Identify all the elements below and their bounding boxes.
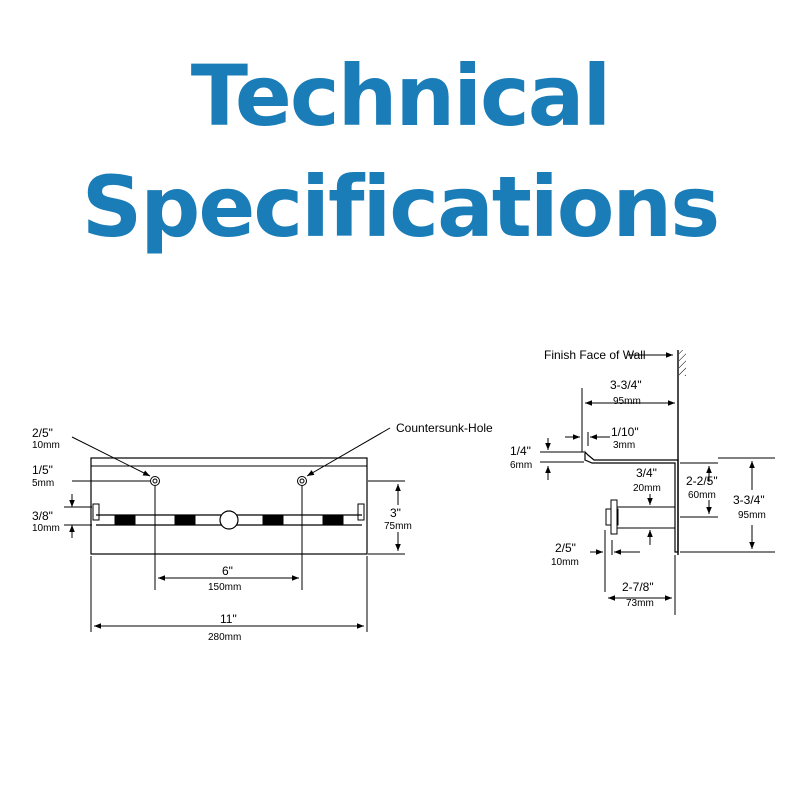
rail-block <box>174 514 196 526</box>
overall-width-in: 11" <box>220 612 237 626</box>
callout-left-in: 2/5" <box>32 426 53 440</box>
center-knob <box>219 510 239 530</box>
rail-offset-mm: 10mm <box>32 523 60 534</box>
lip-in: 1/10" <box>611 425 639 439</box>
height-in: 3" <box>390 506 401 520</box>
height-mm: 75mm <box>384 521 412 532</box>
depth-mm: 95mm <box>613 396 641 407</box>
hole-spacing-mm: 150mm <box>208 582 241 593</box>
front-plate <box>90 457 368 555</box>
side-view <box>540 350 775 615</box>
mount-height-in: 2-2/5" <box>686 474 718 488</box>
total-height-mm: 95mm <box>738 510 766 521</box>
front-view <box>64 427 405 632</box>
rail-depth-mm: 73mm <box>626 598 654 609</box>
hole-offset-mm: 5mm <box>32 478 54 489</box>
countersunk-hole-right <box>297 476 307 486</box>
total-height-in: 3-3/4" <box>733 493 765 507</box>
lip-height-in: 1/4" <box>510 444 531 458</box>
bracket-profile <box>584 450 679 553</box>
rail-offset-in: 3/8" <box>32 509 53 523</box>
rail-block <box>262 514 284 526</box>
rail-height-mm: 20mm <box>633 483 661 494</box>
title-line-1: Technical <box>190 47 612 145</box>
lip-mm: 3mm <box>613 440 635 451</box>
rail-height-in: 3/4" <box>636 466 657 480</box>
wall-label: Finish Face of Wall <box>544 348 646 362</box>
knob-in: 2/5" <box>555 541 576 555</box>
rail-depth-in: 2-7/8" <box>622 580 654 594</box>
rail-block <box>322 514 344 526</box>
hole-spacing-in: 6" <box>222 564 233 578</box>
depth-in: 3-3/4" <box>610 378 642 392</box>
overall-width-mm: 280mm <box>208 632 241 643</box>
countersunk-hole-left <box>150 476 160 486</box>
rail-block <box>114 514 136 526</box>
knob-mm: 10mm <box>551 557 579 568</box>
callout-left-mm: 10mm <box>32 440 60 451</box>
title-line-2: Specifications <box>81 158 720 256</box>
hole-offset-in: 1/5" <box>32 463 53 477</box>
countersunk-hole-label: Countersunk-Hole <box>396 421 493 435</box>
mount-height-mm: 60mm <box>688 490 716 501</box>
lip-height-mm: 6mm <box>510 460 532 471</box>
